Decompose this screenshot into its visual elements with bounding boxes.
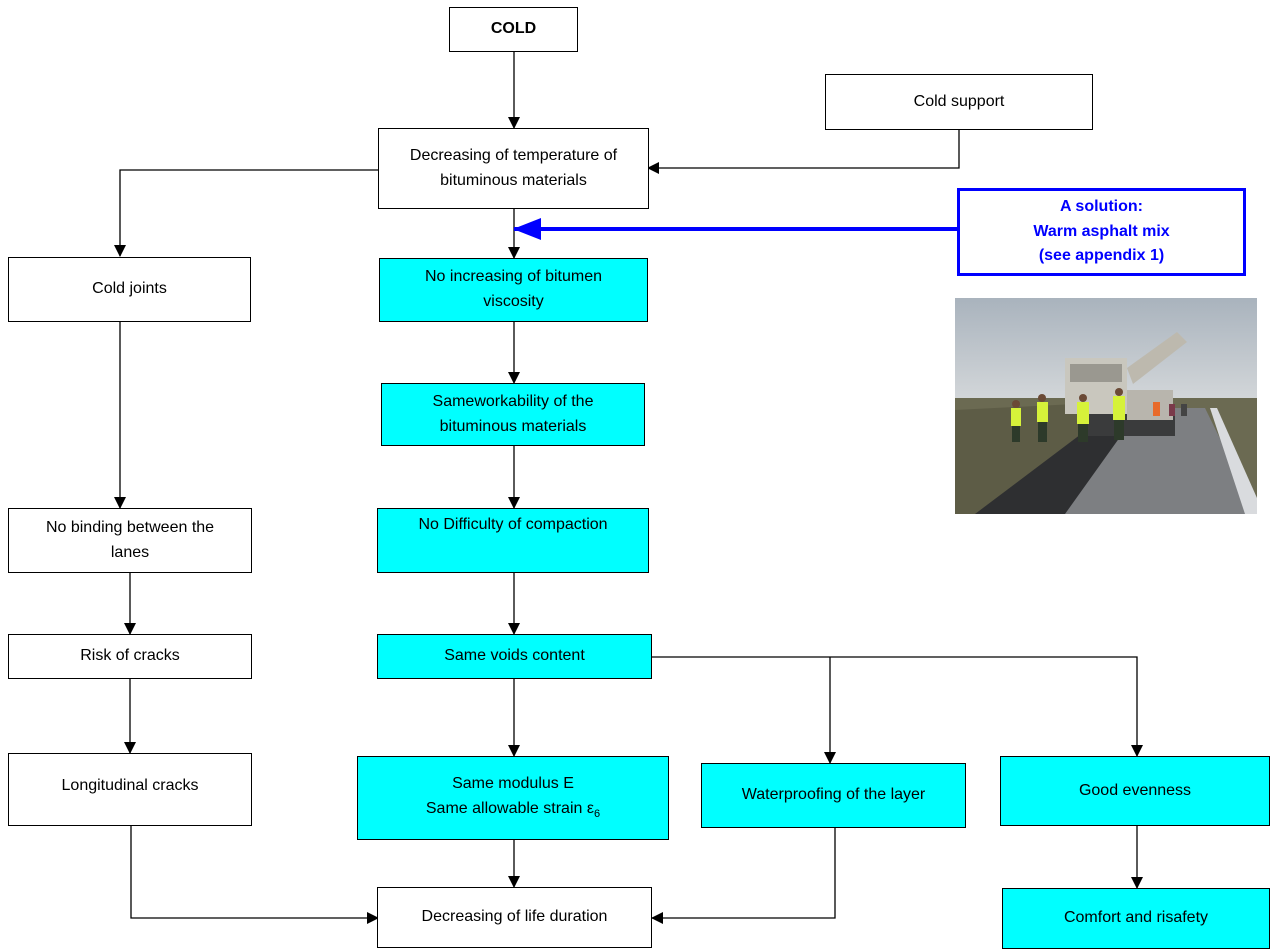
node-same-voids: Same voids content (377, 634, 652, 679)
node-good-evenness: Good evenness (1000, 756, 1270, 826)
node-decreasing-temperature: Decreasing of temperature of bituminous … (378, 128, 649, 209)
line-voids-right (652, 656, 1143, 757)
node-same-workability: Sameworkability of the bituminous materi… (381, 383, 645, 446)
node-decreasing-life: Decreasing of life duration (377, 887, 652, 948)
node-waterproofing: Waterproofing of the layer (701, 763, 966, 828)
arrow-longitudinal-to-life (130, 826, 379, 924)
node-same-modulus: Same modulus E Same allowable strain ε6 (357, 756, 669, 840)
paving-crew-photo (955, 298, 1257, 514)
arrow-decreasing-to-coldjoints (114, 169, 380, 257)
node-no-difficulty-compaction: No Difficulty of compaction (377, 508, 649, 573)
arrow-support-to-decreasing (647, 129, 960, 174)
node-no-binding: No binding between the lanes (8, 508, 252, 573)
node-cold: COLD (449, 7, 578, 52)
node-cold-support: Cold support (825, 74, 1093, 130)
node-comfort-safety: Comfort and risafety (1002, 888, 1270, 949)
node-no-increasing-viscosity: No increasing of bitumen viscosity (379, 258, 648, 322)
arrow-waterproofing-to-life (651, 828, 836, 924)
node-risk-cracks: Risk of cracks (8, 634, 252, 679)
node-solution: A solution: Warm asphalt mix (see append… (957, 188, 1246, 276)
node-cold-joints: Cold joints (8, 257, 251, 322)
node-longitudinal-cracks: Longitudinal cracks (8, 753, 252, 826)
